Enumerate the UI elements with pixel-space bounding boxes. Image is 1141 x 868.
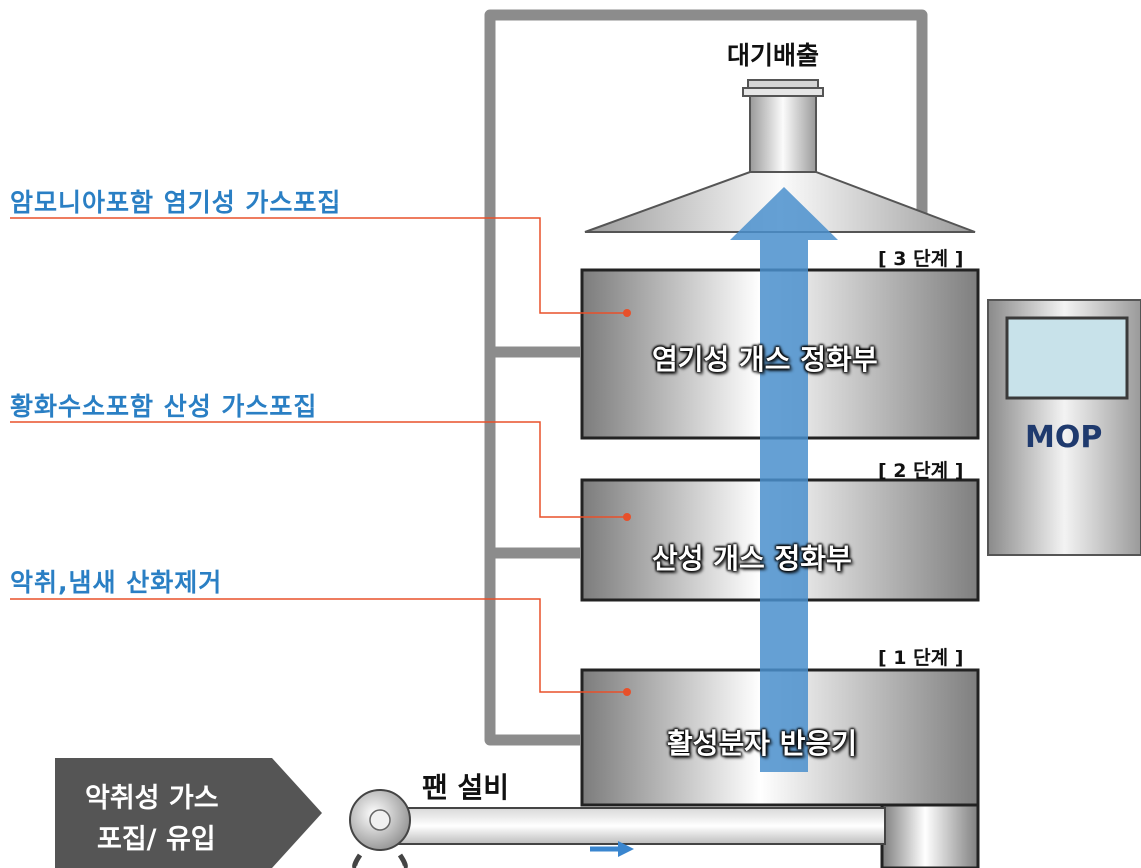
callout-dot-3 — [623, 688, 631, 696]
callout-dot-2 — [623, 513, 631, 521]
small-flow-arrow — [590, 841, 634, 857]
active-molecule-reactor-label: 활성분자 반응기 — [667, 727, 858, 760]
inlet-label-line2: 포집/ 유입 — [97, 824, 216, 855]
callout-dot-1 — [623, 309, 631, 317]
stage3-label: [ 3 단계 ] — [878, 248, 964, 270]
stage2-label: [ 2 단계 ] — [878, 460, 964, 482]
label-h2s-capture: 황화수소포함 산성 가스포집 — [10, 392, 318, 421]
stage1-label: [ 1 단계 ] — [878, 647, 964, 669]
mop-panel — [987, 299, 1141, 556]
basic-gas-purifier-label: 염기성 개스 정화부 — [652, 343, 878, 376]
acid-gas-purifier-label: 산성 개스 정화부 — [652, 542, 852, 575]
fan-pipe — [394, 807, 886, 845]
exhaust-title: 대기배출 — [727, 41, 820, 70]
inlet-chevron — [55, 758, 322, 868]
flow-arrow-up — [730, 187, 838, 772]
inlet-label-line1: 악취성 가스 — [85, 783, 219, 814]
label-odor-oxidation: 악취,냄새 산화제거 — [10, 568, 223, 597]
fan-unit — [349, 789, 411, 868]
mop-label: MOP — [1025, 420, 1103, 455]
bypass-duct — [484, 9, 928, 746]
callout-lines — [10, 217, 627, 693]
reactor-outlet — [880, 803, 980, 868]
label-ammonia-capture: 암모니아포함 염기성 가스포집 — [10, 188, 342, 217]
fan-label: 팬 설비 — [422, 771, 510, 804]
